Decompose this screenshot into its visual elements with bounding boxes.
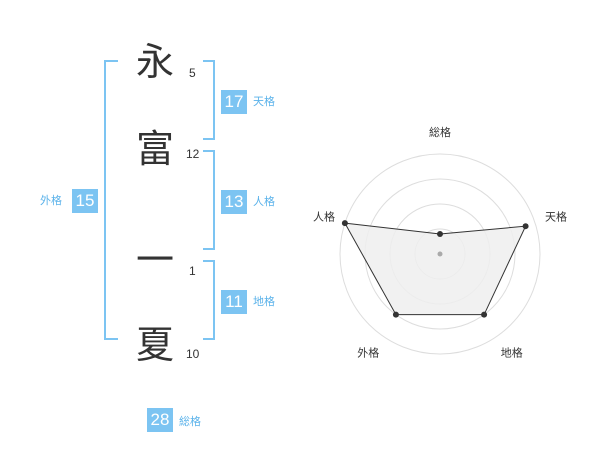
radar-point-3 (481, 311, 488, 318)
name-char-3: 一 (135, 238, 174, 282)
name-char-2: 富 (135, 127, 174, 171)
jinkaku-label: 人格 (253, 195, 275, 208)
radar-data-area (343, 222, 527, 316)
jinkaku-value: 13 (221, 190, 247, 214)
stroke-count-1: 5 (189, 66, 196, 80)
radar-point-5 (341, 220, 348, 227)
name-char-4: 夏 (135, 323, 174, 367)
radar-axis-label-5: 人格 (313, 209, 335, 223)
stroke-count-2: 12 (186, 147, 200, 161)
gaikaku-value: 15 (72, 189, 98, 213)
gaikaku-bracket (104, 60, 118, 340)
chikaku-value: 11 (221, 290, 247, 314)
tenkaku-bracket (203, 60, 215, 140)
name-char-1: 永 (135, 40, 174, 84)
chikaku-label: 地格 (253, 295, 275, 308)
radar-axis-label-4: 外格 (357, 346, 379, 360)
radar-point-1 (437, 231, 443, 237)
radar-point-2 (522, 223, 529, 230)
stroke-count-3: 1 (189, 264, 196, 278)
tenkaku-label: 天格 (253, 95, 275, 108)
radar-grid-ring (339, 153, 541, 355)
radar-point-4 (392, 311, 399, 318)
radar-axis-label-2: 天格 (545, 209, 567, 223)
gaikaku-label: 外格 (40, 194, 62, 207)
tenkaku-value: 17 (221, 90, 247, 114)
jinkaku-bracket (203, 150, 215, 250)
radar-axis-label-3: 地格 (501, 346, 523, 360)
soukaku-label: 総格 (179, 415, 201, 428)
stroke-count-4: 10 (186, 347, 200, 361)
radar-axis-label-1: 総格 (429, 125, 451, 139)
chikaku-bracket (203, 260, 215, 340)
radar-center-dot (437, 251, 443, 257)
soukaku-value: 28 (147, 408, 173, 432)
